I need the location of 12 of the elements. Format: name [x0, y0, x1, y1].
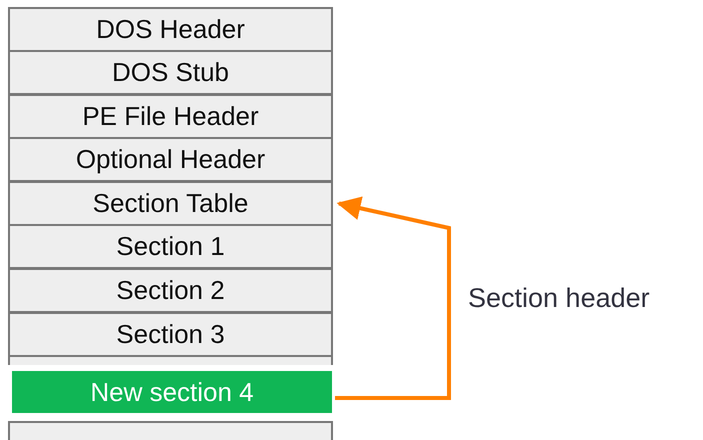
arrow [335, 196, 451, 400]
section-box: Section 2 [8, 268, 333, 313]
section-box: DOS Stub [8, 50, 333, 95]
empty-box [8, 421, 333, 440]
section-box: Section 3 [8, 312, 333, 357]
section-box: Section Table [8, 181, 333, 226]
empty-box [8, 355, 333, 365]
section-box: Section 1 [8, 224, 333, 269]
section-box: Optional Header [8, 137, 333, 182]
section-box: PE File Header [8, 94, 333, 139]
highlighted-section-box: New section 4 [12, 371, 332, 413]
section-box: DOS Header [8, 7, 333, 52]
